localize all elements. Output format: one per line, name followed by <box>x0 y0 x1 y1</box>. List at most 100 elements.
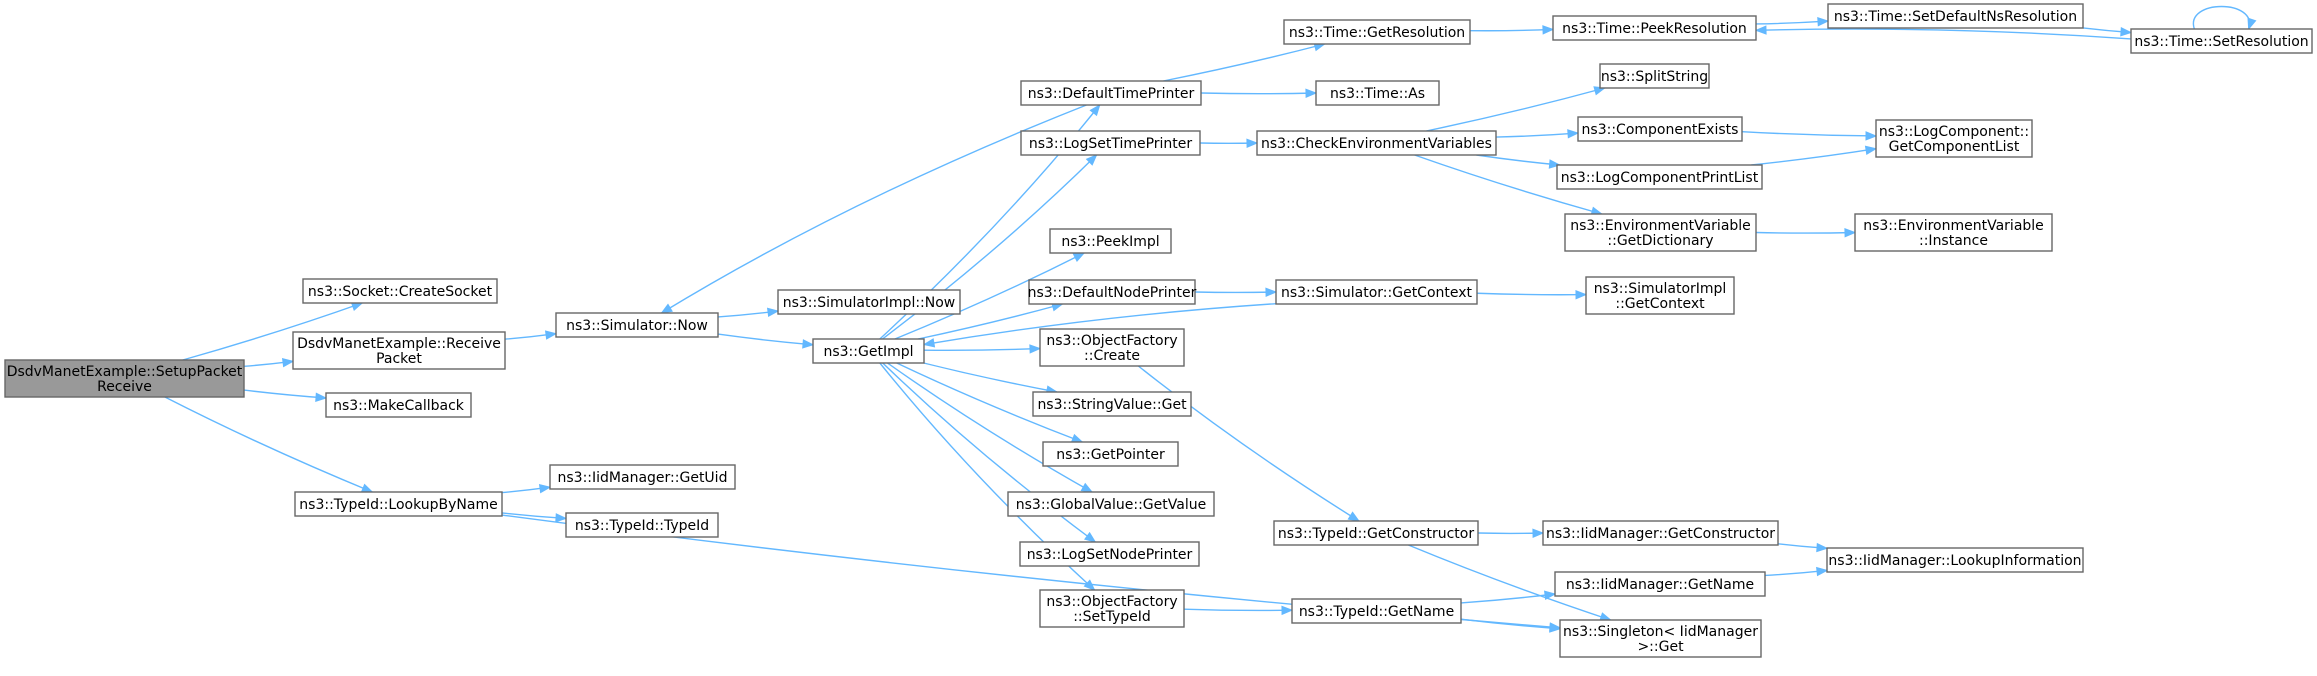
node-simimplgetcontext-box <box>1585 276 1735 315</box>
edge-root-to-createsocket-arrowhead <box>350 302 364 311</box>
node-getuid[interactable]: ns3::IidManager::GetUid <box>549 464 736 490</box>
edge-objfactorycreate-to-typeidgetconstructor <box>1137 365 1361 522</box>
node-simnow[interactable]: ns3::Simulator::Now <box>555 312 719 338</box>
node-simgetcontext-box <box>1275 279 1478 305</box>
node-objfactorysettypeid[interactable]: ns3::ObjectFactory::SetTypeId <box>1039 589 1185 628</box>
node-componentexists-box <box>1577 116 1743 142</box>
node-objfactorysettypeid-label-1: ::SetTypeId <box>1073 609 1151 625</box>
node-lookupbyname[interactable]: ns3::TypeId::LookupByName <box>294 491 503 517</box>
node-createsocket[interactable]: ns3::Socket::CreateSocket <box>302 278 498 304</box>
node-logcomponentprintlist-box <box>1556 164 1763 190</box>
edge-componentexists-to-logcompgetlist-line <box>1741 130 1877 137</box>
node-simimplgetcontext[interactable]: ns3::SimulatorImpl::GetContext <box>1585 276 1735 315</box>
edge-timesetresolution-to-timesetresolution-arrowhead <box>2247 17 2257 31</box>
edge-iidgetname-to-iidlookupinfo <box>1764 566 1829 577</box>
node-singletonget-label-0: ns3::Singleton< IidManager <box>1563 624 1758 640</box>
edge-receivepacket-to-simnow <box>504 330 558 340</box>
node-simgetcontext[interactable]: ns3::Simulator::GetContext <box>1275 279 1478 305</box>
node-defaultnodeprinter-label-0: ns3::DefaultNodePrinter <box>1028 285 1197 301</box>
edge-lookupbyname-to-typeidtypeid-arrowhead <box>555 513 568 523</box>
call-graph-edges <box>164 5 2257 633</box>
node-iidlookupinfo-box <box>1826 547 2084 573</box>
edge-iidgetconstructor-to-iidlookupinfo <box>1777 542 1829 553</box>
edge-defaulttimeprinter-to-simnow-arrowhead <box>660 303 673 314</box>
edge-objfactorycreate-to-typeidgetconstructor-line <box>1137 365 1360 522</box>
edge-objfactorysettypeid-to-typeidgetname <box>1183 605 1294 616</box>
edge-simgetcontext-to-simimplgetcontext-arrowhead <box>1575 289 1588 300</box>
edge-checkenv-to-splitstring <box>1426 86 1607 132</box>
edge-checkenv-to-componentexists-arrowhead <box>1567 129 1580 139</box>
edge-getimpl-to-logsetnodeprinter <box>882 362 1097 543</box>
node-timepeekresolution[interactable]: ns3::Time::PeekResolution <box>1552 15 1757 41</box>
node-splitstring[interactable]: ns3::SplitString <box>1599 63 1710 89</box>
node-simimplnow-label-0: ns3::SimulatorImpl::Now <box>783 295 956 311</box>
edge-checkenv-to-logcomponentprintlist <box>1476 154 1561 169</box>
node-iidgetconstructor[interactable]: ns3::IidManager::GetConstructor <box>1542 520 1779 546</box>
edge-timegetresolution-to-timepeekresolution-arrowhead <box>1542 25 1555 35</box>
edge-defaulttimeprinter-to-timeas-arrowhead <box>1305 88 1318 98</box>
node-typeidgetconstructor[interactable]: ns3::TypeId::GetConstructor <box>1273 520 1479 546</box>
node-componentexists[interactable]: ns3::ComponentExists <box>1577 116 1743 142</box>
node-simimplnow[interactable]: ns3::SimulatorImpl::Now <box>777 289 961 315</box>
node-stringvalueget[interactable]: ns3::StringValue::Get <box>1032 391 1192 417</box>
node-envvargetdictionary-box <box>1564 213 1757 252</box>
node-logcomponentprintlist[interactable]: ns3::LogComponentPrintList <box>1556 164 1763 190</box>
node-iidlookupinfo[interactable]: ns3::IidManager::LookupInformation <box>1826 547 2084 573</box>
node-peekimpl-label-0: ns3::PeekImpl <box>1061 234 1159 250</box>
node-typeidgetconstructor-box <box>1273 520 1479 546</box>
node-typeidgetname[interactable]: ns3::TypeId::GetName <box>1291 598 1462 624</box>
node-defaulttimeprinter[interactable]: ns3::DefaultTimePrinter <box>1020 80 1202 106</box>
edge-getimpl-to-globalvaluegetvalue <box>887 362 1094 493</box>
node-envvarinstance[interactable]: ns3::EnvironmentVariable::Instance <box>1854 213 2053 252</box>
edge-lookupbyname-to-typeidtypeid <box>501 512 568 523</box>
node-envvargetdictionary[interactable]: ns3::EnvironmentVariable::GetDictionary <box>1564 213 1757 252</box>
node-setdefaultnsres[interactable]: ns3::Time::SetDefaultNsResolution <box>1827 3 2084 29</box>
edge-defaulttimeprinter-to-timeas-line <box>1200 92 1317 95</box>
node-getuid-label-0: ns3::IidManager::GetUid <box>558 470 728 486</box>
node-envvargetdictionary-label-0: ns3::EnvironmentVariable <box>1570 218 1751 234</box>
node-objfactorycreate[interactable]: ns3::ObjectFactory::Create <box>1039 328 1185 367</box>
node-iidgetconstructor-box <box>1542 520 1779 546</box>
node-singletonget[interactable]: ns3::Singleton< IidManager>::Get <box>1559 619 1762 658</box>
node-typeidtypeid[interactable]: ns3::TypeId::TypeId <box>565 512 719 538</box>
node-iidgetname[interactable]: ns3::IidManager::GetName <box>1554 571 1766 597</box>
node-logsetnodeprinter-box <box>1019 541 1200 567</box>
edge-timesetresolution-to-timepeekresolution <box>1754 25 2132 40</box>
node-componentexists-label-0: ns3::ComponentExists <box>1582 122 1739 138</box>
node-receivepacket-box <box>292 331 506 370</box>
node-timegetresolution[interactable]: ns3::Time::GetResolution <box>1283 19 1471 45</box>
node-timepeekresolution-label-0: ns3::Time::PeekResolution <box>1562 21 1747 37</box>
node-logsettimeprinter[interactable]: ns3::LogSetTimePrinter <box>1020 130 1201 156</box>
edge-simnow-to-simimplnow-arrowhead <box>766 307 780 318</box>
edge-logcomponentprintlist-to-logcompgetlist-line <box>1751 148 1877 166</box>
edge-componentexists-to-logcompgetlist-arrowhead <box>1865 131 1878 141</box>
node-defaultnodeprinter[interactable]: ns3::DefaultNodePrinter <box>1028 279 1197 305</box>
node-globalvaluegetvalue[interactable]: ns3::GlobalValue::GetValue <box>1007 491 1215 517</box>
node-peekimpl[interactable]: ns3::PeekImpl <box>1049 228 1172 254</box>
node-getimpl[interactable]: ns3::GetImpl <box>812 338 925 364</box>
node-logsettimeprinter-label-0: ns3::LogSetTimePrinter <box>1029 136 1193 152</box>
node-timeas[interactable]: ns3::Time::As <box>1315 80 1440 106</box>
node-checkenv[interactable]: ns3::CheckEnvironmentVariables <box>1256 130 1497 156</box>
edge-root-to-lookupbyname-arrowhead <box>360 483 374 493</box>
node-root-label-1: Receive <box>97 379 152 395</box>
edge-envvargetdictionary-to-envvarinstance <box>1755 228 1857 238</box>
node-logsetnodeprinter[interactable]: ns3::LogSetNodePrinter <box>1019 541 1200 567</box>
node-makecallback-box <box>325 392 472 418</box>
edge-getimpl-to-peekimpl-line <box>894 252 1085 340</box>
node-logcompgetlist[interactable]: ns3::LogComponent::GetComponentList <box>1875 119 2033 158</box>
edge-envvargetdictionary-to-envvarinstance-line <box>1755 231 1856 234</box>
node-timesetresolution[interactable]: ns3::Time::SetResolution <box>2130 28 2313 54</box>
node-getpointer[interactable]: ns3::GetPointer <box>1042 441 1179 467</box>
edge-defaultnodeprinter-to-simgetcontext <box>1194 287 1278 297</box>
edge-typeidgetname-to-iidgetname-arrowhead <box>1544 590 1557 600</box>
node-simnow-box <box>555 312 719 338</box>
edge-objfactorysettypeid-to-typeidgetname-line <box>1183 608 1293 612</box>
node-root-box <box>4 359 245 398</box>
edge-getimpl-to-defaultnodeprinter-line <box>917 303 1063 340</box>
edge-root-to-makecallback-arrowhead <box>315 392 328 402</box>
edge-checkenv-to-componentexists <box>1495 129 1580 139</box>
node-makecallback[interactable]: ns3::MakeCallback <box>325 392 472 418</box>
